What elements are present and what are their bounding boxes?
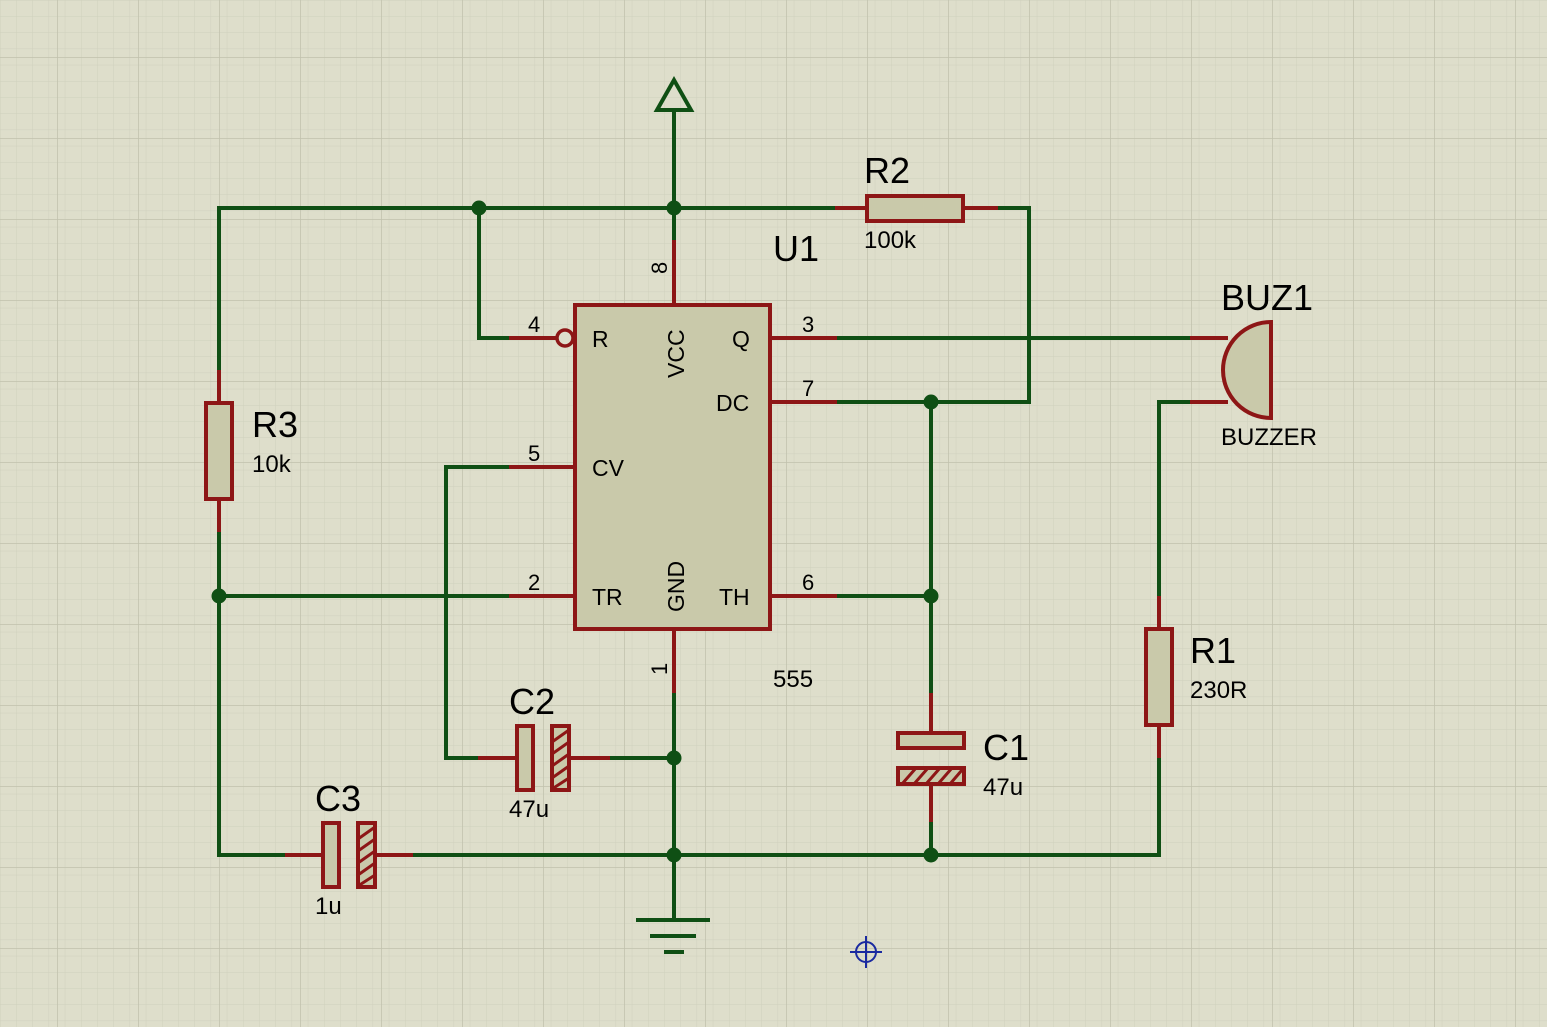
r1-ref: R1: [1190, 630, 1236, 671]
u1-pin-name-th: TH: [719, 584, 750, 610]
u1-value: 555: [773, 666, 813, 693]
u1-pin-number-dc: 7: [802, 376, 814, 401]
wire-ground-rail[interactable]: [411, 756, 1161, 857]
c3-value: 1u: [315, 893, 342, 920]
wire-buzzer-r1[interactable]: [1157, 400, 1192, 598]
junction-dot: [471, 200, 487, 216]
u1-pin-number-q: 3: [802, 312, 814, 337]
junction-dot: [211, 588, 227, 604]
u1-pin-name-cv: CV: [592, 455, 625, 481]
u1-pin-name-tr: TR: [592, 584, 623, 610]
r1-resistor[interactable]: R1 230R: [1144, 596, 1247, 758]
u1-pin-name-reset: R: [592, 326, 609, 352]
r3-ref: R3: [252, 404, 298, 445]
reset-inversion-bubble: [555, 328, 575, 348]
u1-pin-name-dc: DC: [716, 390, 749, 416]
wire-r3-bottom[interactable]: [217, 530, 287, 857]
buzzer-body: [1221, 319, 1273, 421]
c2-capacitor[interactable]: C2 47u: [478, 681, 610, 823]
junction-dot: [923, 847, 939, 863]
c1-capacitor[interactable]: C1 47u: [896, 693, 1029, 822]
r3-value: 10k: [252, 451, 292, 478]
c1-positive-plate: [896, 731, 966, 750]
u1-pin-number-vcc: 8: [647, 262, 672, 274]
junction-dot: [923, 394, 939, 410]
r2-value: 100k: [864, 227, 917, 254]
junction-dot: [666, 847, 682, 863]
junction-dot: [923, 588, 939, 604]
c3-capacitor[interactable]: C3 1u: [285, 778, 413, 920]
u1-pin-name-vcc: VCC: [663, 329, 689, 378]
c1-value: 47u: [983, 774, 1023, 801]
wire-cv[interactable]: [444, 465, 511, 760]
u1-pin-number-tr: 2: [528, 570, 540, 595]
u1-pin-number-gnd: 1: [647, 663, 672, 675]
u1-pin-name-gnd: GND: [663, 561, 689, 612]
wire-reset[interactable]: [477, 206, 511, 340]
c2-ref: C2: [509, 681, 555, 722]
buz1-value: BUZZER: [1221, 424, 1317, 451]
r1-value: 230R: [1190, 677, 1247, 704]
r2-ref: R2: [864, 150, 910, 191]
u1-pin-number-th: 6: [802, 570, 814, 595]
c1-ref: C1: [983, 727, 1029, 768]
junctions: [211, 200, 939, 863]
junction-dot: [666, 200, 682, 216]
c2-positive-plate: [515, 724, 535, 792]
buz1-ref: BUZ1: [1221, 277, 1313, 318]
ground-terminal-icon[interactable]: [636, 918, 710, 954]
u1-pin-number-cv: 5: [528, 441, 540, 466]
c2-value: 47u: [509, 796, 549, 823]
r3-resistor[interactable]: R3 10k: [204, 370, 298, 532]
power-terminal-icon[interactable]: [653, 75, 695, 112]
c3-ref: C3: [315, 778, 361, 819]
u1-pin-name-q: Q: [732, 326, 750, 352]
r2-resistor[interactable]: R2 100k: [835, 150, 998, 254]
u1-555-timer[interactable]: R Q DC CV TR TH VCC GND 4 5 2 3 7 6 8 1 …: [509, 228, 837, 693]
wires[interactable]: [217, 108, 1192, 922]
u1-pin-number-reset: 4: [528, 312, 540, 337]
c3-positive-plate: [321, 821, 341, 889]
buz1-buzzer[interactable]: BUZ1 BUZZER: [1190, 277, 1317, 451]
origin-marker-icon: [850, 936, 882, 968]
u1-ref: U1: [773, 228, 819, 269]
junction-dot: [666, 750, 682, 766]
